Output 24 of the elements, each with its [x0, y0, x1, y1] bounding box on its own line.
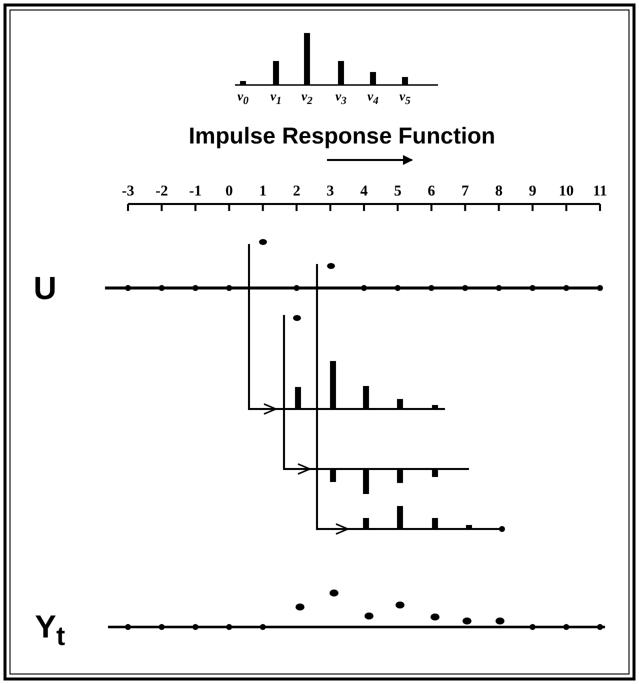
axis-tick-label: 9	[528, 184, 536, 200]
axis-tick-label: -1	[189, 184, 202, 200]
axis-tick-label: -3	[122, 184, 134, 200]
axis-tick-label: 0	[225, 184, 233, 200]
axis-tick-label: 8	[495, 184, 503, 200]
title: Impulse Response Function	[188, 124, 496, 148]
axis-tick-label: 2	[292, 184, 300, 200]
series-label: U	[33, 272, 57, 304]
axis-tick-label: 4	[360, 184, 368, 200]
axis-tick-label: 10	[558, 184, 574, 200]
coefficient-label: v$_{1}$	[270, 89, 282, 107]
axis-tick-label: 11	[592, 184, 608, 200]
series-label: Y$_{t}$	[34, 610, 66, 650]
axis-tick-label: 5	[394, 184, 402, 200]
coefficient-label: v$_{3}$	[335, 89, 347, 107]
axis-tick-label: 3	[326, 184, 334, 200]
coefficient-label: v$_{4}$	[367, 89, 379, 107]
coefficient-label: v$_{5}$	[399, 89, 411, 107]
axis-tick-label: 1	[259, 184, 267, 200]
axis-tick-label: 6	[428, 184, 436, 200]
axis-tick-label: 7	[461, 184, 469, 200]
coefficient-label: v$_{2}$	[301, 89, 313, 107]
axis-tick-label: -2	[155, 184, 168, 200]
coefficient-label: v$_{0}$	[237, 89, 249, 107]
